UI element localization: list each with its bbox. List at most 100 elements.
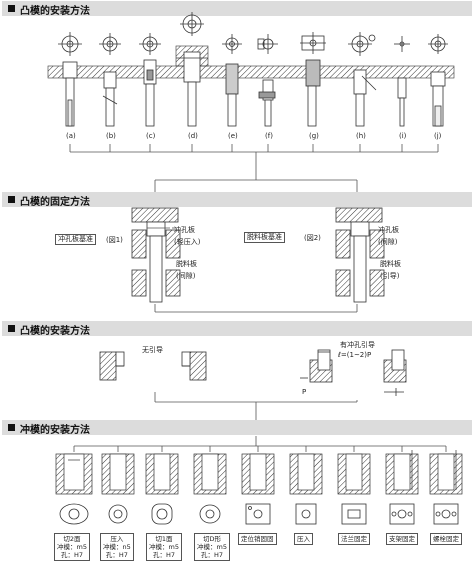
label-stripper-right: 脱料板 [380, 260, 401, 268]
punch-h [353, 69, 377, 127]
punch-label-d: (d) [188, 132, 198, 140]
spec-line: 冲模：n5 [103, 543, 131, 551]
die-spec-8: 支架固定 [386, 533, 418, 545]
spec-title: 定位销固固 [241, 535, 274, 543]
spec-line: 冲模：m5 [197, 543, 227, 551]
top-view-i [394, 36, 410, 52]
section-header-die-mounting: 冲模的安装方法 [2, 420, 472, 436]
spec-title: 压入 [110, 535, 124, 543]
punch-e [225, 63, 239, 127]
section-square-icon [8, 424, 15, 431]
label-clearance-right: (间隙) [378, 238, 398, 246]
guide-diagrams [99, 349, 407, 396]
section-square-icon [8, 196, 15, 203]
figure-ref-2: (図2) [304, 234, 321, 242]
section-title: 冲模的安装方法 [20, 425, 90, 436]
top-view-b [99, 33, 121, 55]
spec-line: 孔：H7 [152, 551, 175, 559]
top-view-g [300, 32, 326, 54]
spec-title: 螺栓固定 [433, 535, 459, 543]
spec-title: 切1面 [155, 535, 173, 543]
die-top-9 [433, 503, 459, 525]
die-spec-9: 螺栓固定 [430, 533, 462, 545]
spec-line: 孔：H7 [200, 551, 223, 559]
punch-f [258, 79, 276, 127]
label-stripper: 脱料板 [176, 260, 197, 268]
section-square-icon [8, 325, 15, 332]
spec-title: 法兰固定 [341, 535, 367, 543]
punch-a [62, 61, 78, 127]
spec-line: 冲模：m5 [57, 543, 87, 551]
top-view-h [348, 32, 376, 56]
punch-label-i: (i) [399, 132, 407, 140]
row1-bracket [69, 144, 439, 192]
die-8 [385, 450, 419, 495]
spec-title: 压入 [297, 535, 310, 543]
die-top-4 [199, 504, 221, 524]
figure-ref-1: (図1) [106, 236, 123, 244]
die-5 [241, 453, 275, 495]
die-spec-7: 法兰固定 [338, 533, 370, 545]
punch-label-f: (f) [265, 132, 273, 140]
label-with-guide: 有冲孔引导 [340, 341, 375, 349]
die-spec-4: 切D形 冲模：m5 孔：H7 [194, 533, 230, 561]
punch-j [430, 71, 446, 127]
spec-line: 冲模：m5 [149, 543, 179, 551]
label-guide-formula: ℓ=(1~2)P [338, 351, 372, 359]
die-6 [289, 453, 323, 495]
punch-b [102, 71, 118, 127]
die-top-views [59, 503, 459, 525]
punch-label-a: (a) [66, 132, 76, 140]
die-spec-6: 压入 [294, 533, 313, 545]
die-spec-2: 压入 冲模：n5 孔：H7 [100, 533, 134, 561]
punch-label-c: (c) [146, 132, 156, 140]
die-top-5 [245, 503, 271, 525]
fixing-diagrams [131, 207, 385, 303]
die-top-1 [59, 503, 89, 525]
die-2 [101, 453, 135, 495]
label-no-guide: 无引导 [142, 346, 163, 354]
spec-title: 支架固定 [389, 535, 415, 543]
punch-c [143, 59, 157, 127]
die-top-3 [151, 503, 173, 525]
die-7 [337, 453, 371, 495]
die-top-6 [295, 503, 317, 525]
label-punch-plate-right: 冲孔板 [378, 226, 399, 234]
die-9 [429, 450, 463, 495]
row4-bracket [73, 436, 447, 452]
die-spec-5: 定位销固固 [238, 533, 277, 545]
punch-label-g: (g) [309, 132, 319, 140]
die-top-8 [389, 503, 415, 525]
punch-i [397, 77, 407, 127]
section-header-punch-fixing: 凸模的固定方法 [2, 192, 472, 208]
punch-label-b: (b) [106, 132, 116, 140]
top-view-f [257, 34, 278, 54]
spec-line: 孔：H7 [105, 551, 128, 559]
section-title: 凸模的安装方法 [20, 6, 90, 17]
die-spec-1: 切2面 冲模：m5 孔：H7 [54, 533, 90, 561]
punch-label-h: (h) [356, 132, 366, 140]
top-view-d [180, 12, 204, 36]
label-guide-right: (引导) [380, 272, 400, 280]
punch-side-views [62, 51, 446, 127]
section-title: 凸模的安装方法 [20, 326, 90, 337]
top-view-c [139, 33, 161, 55]
fix-right [335, 207, 385, 303]
die-1 [55, 453, 93, 495]
spec-title: 切D形 [202, 535, 221, 543]
die-side-views [55, 450, 463, 495]
top-view-a [58, 32, 82, 56]
punch-top-views [58, 12, 448, 56]
fix-left [131, 207, 181, 303]
label-clearance: (间隙) [176, 272, 196, 280]
label-punch-plate-reference: 冲孔板基准 [55, 234, 96, 245]
guide-left [99, 351, 207, 381]
die-top-7 [341, 503, 367, 525]
label-stripper-reference: 脱料板基准 [244, 232, 285, 243]
top-view-j [428, 34, 448, 54]
punch-d [176, 51, 208, 127]
section-square-icon [8, 5, 15, 12]
spec-title: 切2面 [63, 535, 81, 543]
die-top-2 [108, 504, 128, 524]
